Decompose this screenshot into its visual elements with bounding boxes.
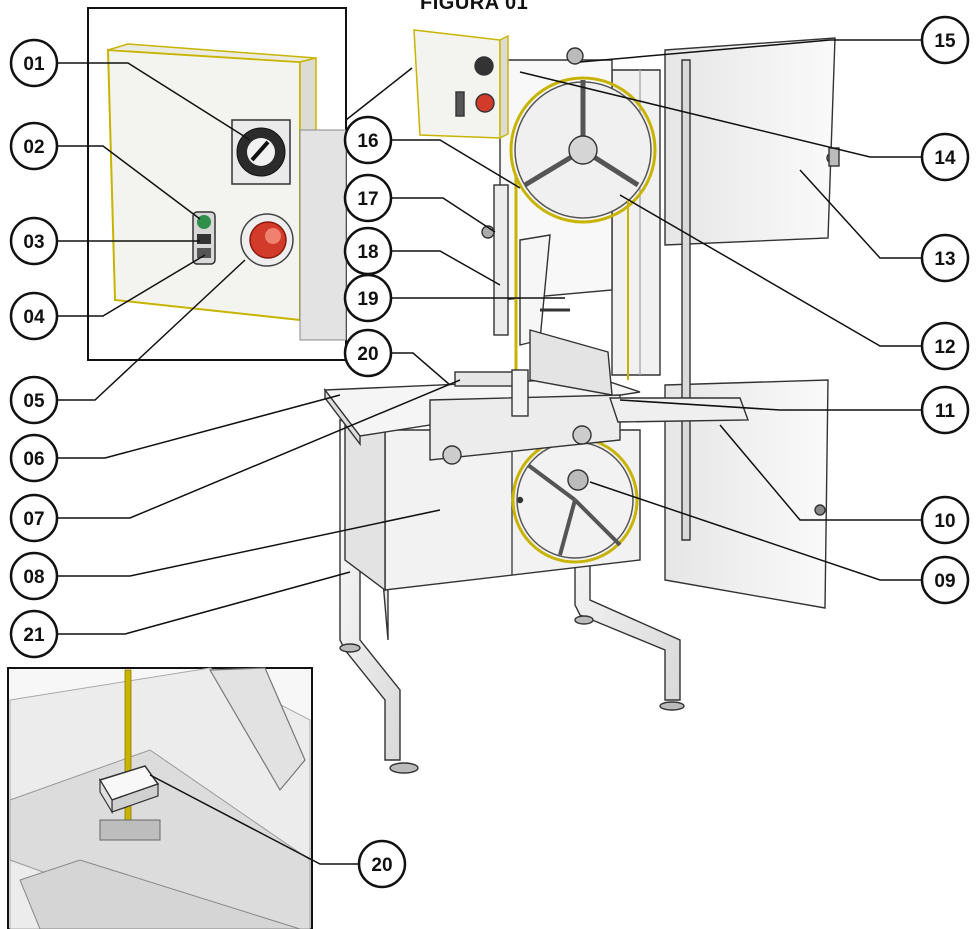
svg-text:01: 01 [23, 54, 45, 75]
svg-text:18: 18 [357, 242, 378, 263]
callout-04: 04 [9, 291, 59, 341]
callout-11: 11 [920, 385, 970, 435]
svg-text:08: 08 [23, 567, 44, 588]
callout-20-inset: 20 [357, 839, 407, 889]
svg-text:20: 20 [357, 344, 378, 365]
svg-text:20: 20 [371, 855, 392, 876]
svg-text:04: 04 [23, 307, 45, 328]
svg-text:15: 15 [934, 31, 956, 52]
blade-guide-inset [7, 667, 313, 929]
callout-13: 13 [920, 233, 970, 283]
svg-text:03: 03 [23, 232, 44, 253]
callout-markers: 01 02 03 04 05 06 07 08 21 20 16 17 18 1… [9, 15, 970, 889]
control-box-inset [87, 7, 347, 361]
callout-18: 18 [343, 226, 393, 276]
callout-02: 02 [9, 121, 59, 171]
svg-text:16: 16 [357, 131, 378, 152]
callout-15: 15 [920, 15, 970, 65]
svg-text:17: 17 [357, 189, 378, 210]
svg-text:07: 07 [23, 509, 44, 530]
svg-text:09: 09 [934, 571, 955, 592]
callout-09: 09 [920, 555, 970, 605]
leader-lines [57, 39, 922, 865]
svg-text:05: 05 [23, 391, 45, 412]
figure-title: FIGURA 01 [420, 0, 529, 14]
callout-08: 08 [9, 551, 59, 601]
svg-text:12: 12 [934, 337, 955, 358]
svg-text:10: 10 [934, 511, 955, 532]
callout-06: 06 [9, 433, 59, 483]
callout-14: 14 [920, 132, 970, 182]
callout-07: 07 [9, 493, 59, 543]
callout-12: 12 [920, 321, 970, 371]
bandsaw-machine [323, 29, 840, 774]
svg-text:14: 14 [934, 148, 956, 169]
callout-05: 05 [9, 375, 59, 425]
svg-text:06: 06 [23, 449, 44, 470]
svg-text:19: 19 [357, 289, 378, 310]
svg-text:21: 21 [23, 625, 45, 646]
callout-17: 17 [343, 173, 393, 223]
callout-19: 19 [343, 273, 393, 323]
callout-21: 21 [9, 609, 59, 659]
callout-03: 03 [9, 216, 59, 266]
svg-text:11: 11 [935, 401, 956, 422]
svg-text:02: 02 [23, 137, 44, 158]
callout-20-top: 20 [343, 328, 393, 378]
callout-10: 10 [920, 495, 970, 545]
callout-01: 01 [9, 38, 59, 88]
callout-16: 16 [343, 115, 393, 165]
svg-text:13: 13 [934, 249, 955, 270]
